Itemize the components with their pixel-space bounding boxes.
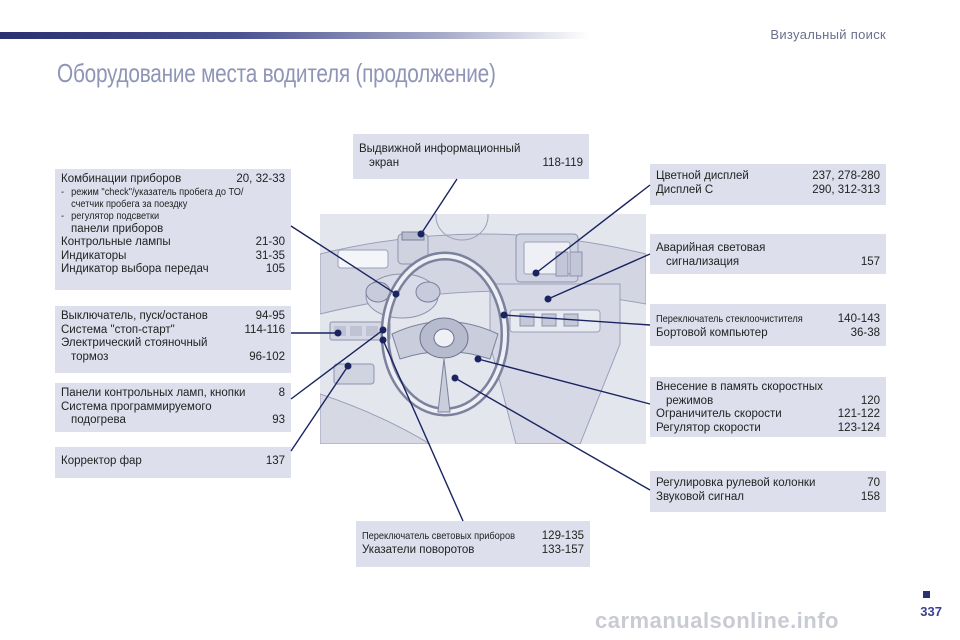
dashboard-illustration [320,214,646,444]
warning-lamps-pages: 21-30 [255,236,285,248]
hazard-pages: 157 [860,255,880,268]
instruments-sub2: регулятор подсветки [71,210,160,222]
gear-indicator-pages: 105 [265,263,285,275]
headlamp-pages: 137 [265,455,285,467]
headlamp-label: Корректор фар [61,455,142,467]
parking-brake-pages: 96-102 [249,350,285,363]
box-display: Цветной дисплей 237, 278-280 Дисплей C 290… [650,164,886,205]
page-marker-icon [923,591,930,598]
steering-adjust-label: Регулировка рулевой колонки [656,477,816,489]
instruments-label: Комбинации приборов [61,173,182,185]
box-hazard: Аварийная световая сигнализация 157 [650,234,886,274]
box-headlamp: Корректор фар 137 [55,447,291,478]
warning-lamps-label: Контрольные лампы [61,236,171,248]
heating-pages: 93 [272,414,285,426]
speed-limiter-label: Ограничитель скорости [656,408,782,420]
gear-indicator-label: Индикатор выбора передач [61,263,209,275]
speed-memory-label-cont: режимов [666,394,714,407]
turn-signals-label: Указатели поворотов [362,543,475,556]
cruise-control-label: Регулятор скорости [656,421,761,434]
page-number: 337 [920,604,942,619]
box-ignition: Выключатель, пуск/останов 94-95 Система "… [55,306,291,373]
box-screen: Выдвижной информационный экран 118-119 [353,134,589,179]
speed-limiter-pages: 121-122 [837,408,880,420]
screen-label: Выдвижной информационный [359,143,521,155]
indicators-pages: 31-35 [255,249,285,262]
instruments-pages: 20, 32-33 [236,173,285,185]
box-steering: Регулировка рулевой колонки 70 Звуковой с… [650,471,886,512]
box-panels: Панели контрольных ламп, кнопки 8 Система… [55,383,291,432]
lighting-label: Переключатель световых приборов [362,530,515,542]
heating-label-cont: подогрева [71,414,126,426]
turn-signals-pages: 133-157 [541,543,584,556]
horn-pages: 158 [860,490,880,503]
trip-computer-pages: 36-38 [850,326,880,339]
section-title: Визуальный поиск [770,27,886,42]
panels-pages: 8 [278,387,285,399]
steering-adjust-pages: 70 [867,477,880,489]
parking-brake-label: Электрический стояночный [61,337,208,349]
parking-brake-label-cont: тормоз [71,350,109,363]
speed-memory-label: Внесение в память скоростных [656,381,823,393]
hazard-label-cont: сигнализация [666,255,740,268]
lighting-pages: 129-135 [541,530,584,542]
cruise-control-pages: 123-124 [837,421,880,434]
color-display-label: Цветной дисплей [656,170,749,182]
trip-computer-label: Бортовой компьютер [656,326,768,339]
hazard-label: Аварийная световая [656,242,766,254]
instruments-sub2-cont: панели приборов [71,222,164,235]
color-display-pages: 237, 278-280 [812,170,880,182]
horn-label: Звуковой сигнал [656,490,744,503]
watermark: carmanualsonline.info [595,608,839,633]
ignition-label: Выключатель, пуск/останов [61,310,208,322]
display-c-pages: 290, 312-313 [812,183,880,196]
speed-memory-pages: 120 [860,394,880,407]
wiper-label: Переключатель стеклоочистителя [656,313,803,325]
screen-label-cont: экран [369,156,400,169]
box-lighting: Переключатель световых приборов 129-135 У… [356,521,590,567]
panels-label: Панели контрольных ламп, кнопки [61,387,246,399]
header-bar [0,32,590,39]
page-title: Оборудование места водителя (продолжение… [57,58,496,88]
screen-pages: 118-119 [542,156,584,169]
display-c-label: Дисплей C [656,183,714,196]
instruments-sub1-cont: счетчик пробега за поездку [71,198,188,210]
stop-start-pages: 114-116 [244,323,286,336]
ignition-pages: 94-95 [255,310,285,322]
instruments-sub1: режим "check"/указатель пробега до ТО/ [71,186,244,198]
wiper-pages: 140-143 [837,313,880,325]
indicators-label: Индикаторы [61,249,127,262]
box-wiper: Переключатель стеклоочистителя 140-143 Бо… [650,304,886,346]
heating-label: Система программируемого [61,400,212,413]
stop-start-label: Система "стоп-старт" [61,323,175,336]
